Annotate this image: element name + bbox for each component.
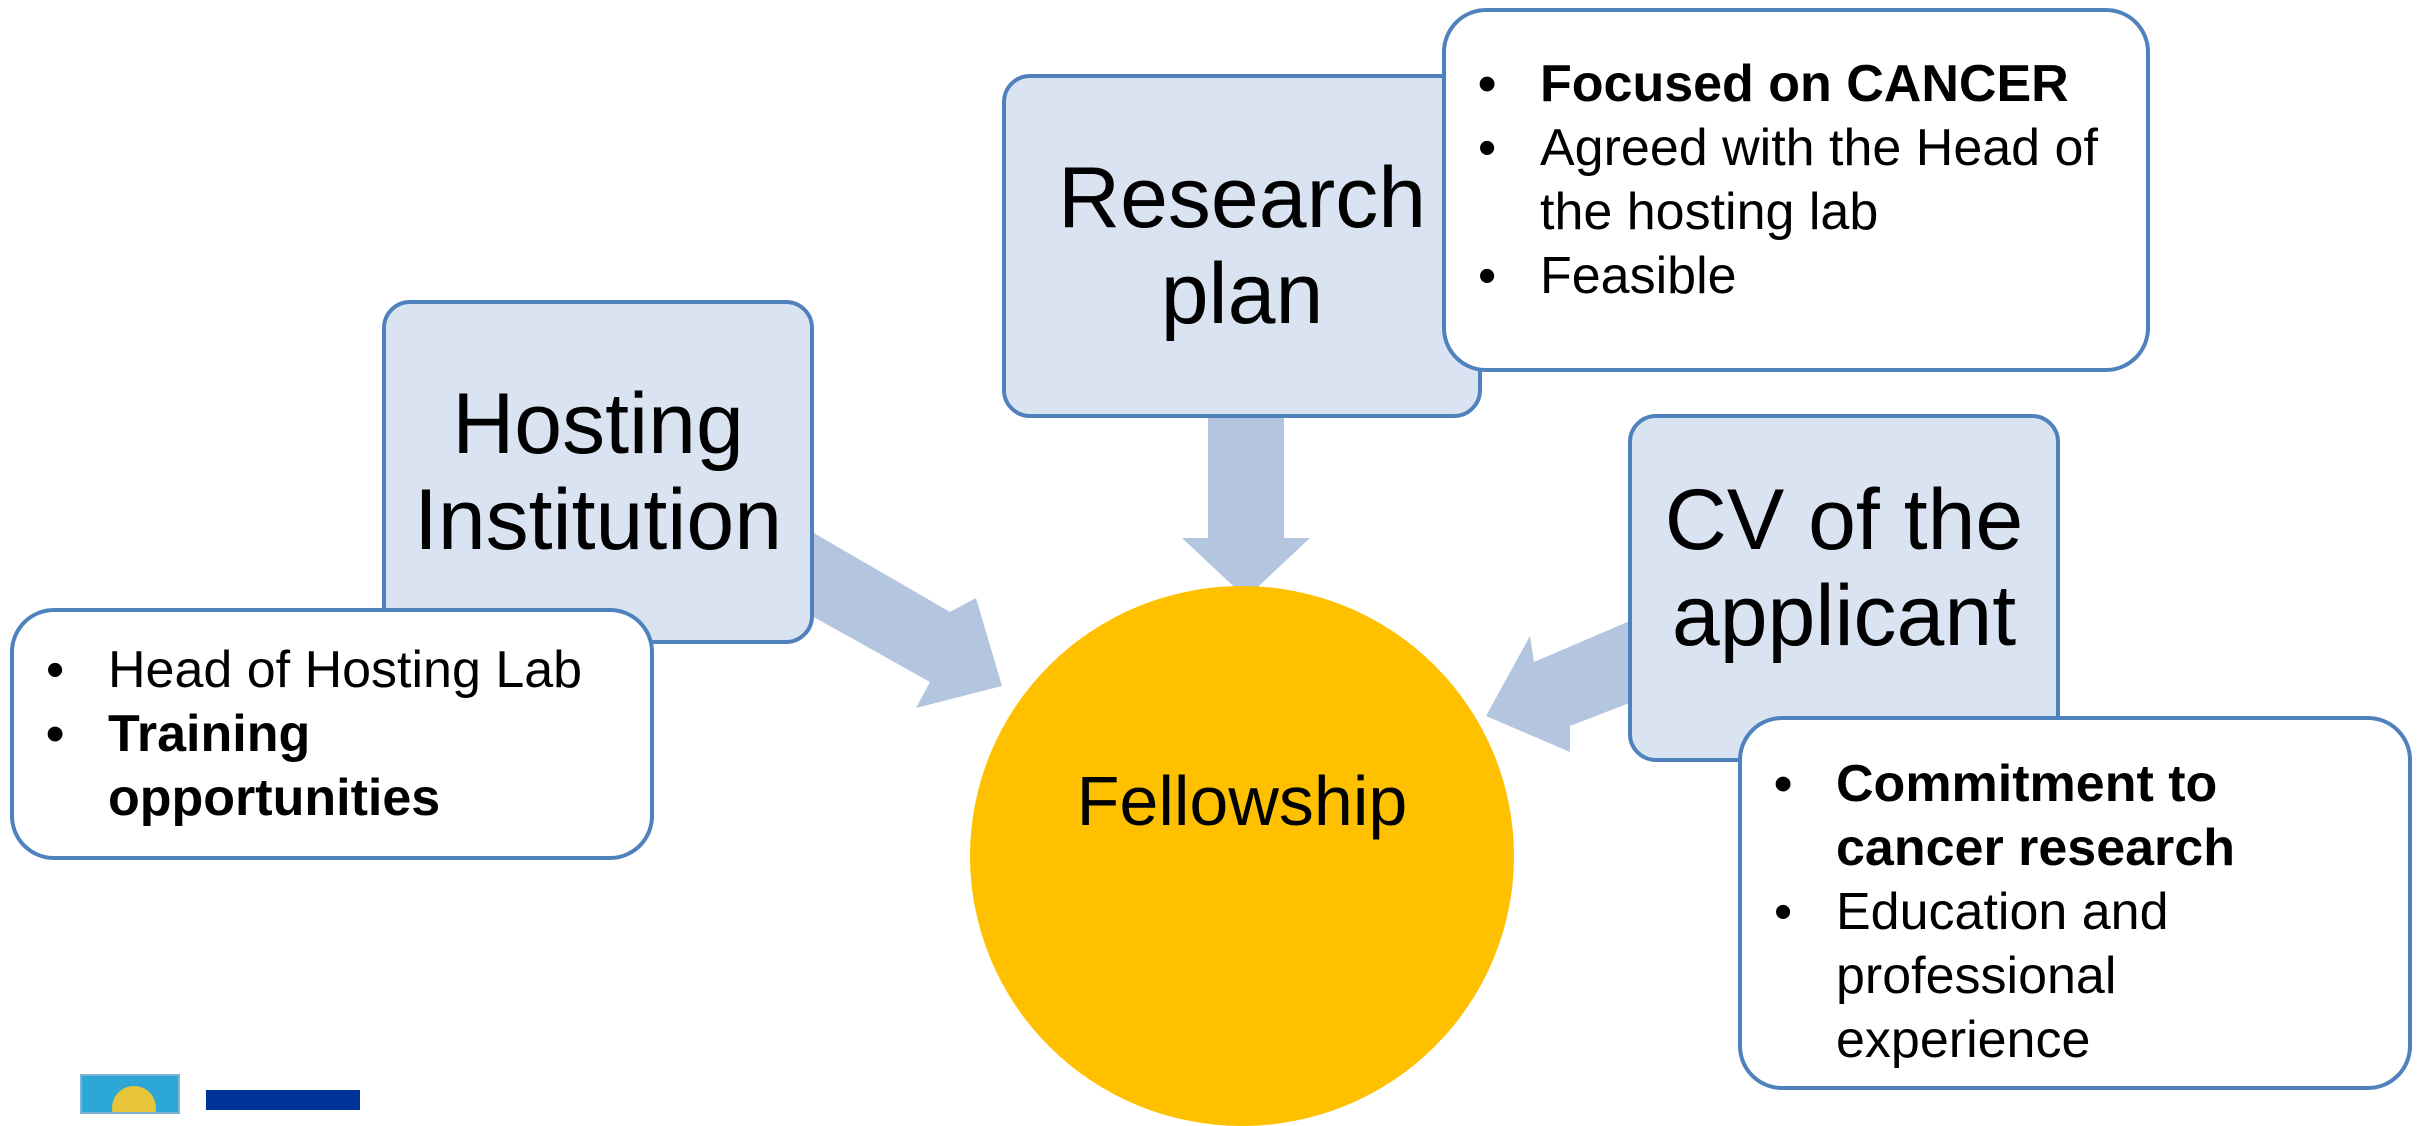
hosting-title-line-2: Institution bbox=[413, 472, 783, 568]
research-plan-notes: Focused on CANCER Agreed with the Head o… bbox=[1442, 8, 2150, 372]
research-bullet-2: Agreed with the Head of the hosting lab bbox=[1446, 116, 2146, 244]
fellowship-label: Fellowship bbox=[1076, 762, 1408, 840]
hosting-bullet-2: Training opportunities bbox=[14, 702, 610, 830]
research-plan-title-line-1: Research bbox=[1057, 150, 1427, 246]
logo-eu-flag bbox=[206, 1090, 360, 1110]
research-bullet-1: Focused on CANCER bbox=[1446, 52, 2146, 116]
hosting-institution-notes: Head of Hosting Lab Training opportuniti… bbox=[10, 608, 654, 860]
arrows-layer bbox=[812, 412, 1632, 752]
cv-title-line-1: CV of the bbox=[1664, 472, 2024, 568]
hosting-title-line-1: Hosting bbox=[452, 376, 744, 472]
research-plan-box: Research plan bbox=[1002, 74, 1482, 418]
cv-title-line-2: applicant bbox=[1671, 568, 2017, 664]
cv-bullet-2: Education and professional experience bbox=[1742, 880, 2368, 1072]
arrow-hosting-to-center bbox=[812, 532, 1002, 708]
hosting-institution-box: Hosting Institution bbox=[382, 300, 814, 644]
logo-left bbox=[80, 1074, 180, 1114]
cv-applicant-box: CV of the applicant bbox=[1628, 414, 2060, 762]
arrow-research-to-center bbox=[1182, 412, 1310, 598]
hosting-bullet-1: Head of Hosting Lab bbox=[14, 638, 610, 702]
cv-applicant-notes: Commitment to cancer research Education … bbox=[1738, 716, 2412, 1090]
arrow-cv-to-center bbox=[1486, 620, 1632, 752]
logo-left-emblem bbox=[112, 1086, 156, 1112]
cv-bullet-1: Commitment to cancer research bbox=[1742, 752, 2368, 880]
research-bullet-3: Feasible bbox=[1446, 244, 2146, 308]
research-plan-title-line-2: plan bbox=[1160, 246, 1324, 342]
fellowship-circle: Fellowship bbox=[970, 586, 1514, 1126]
